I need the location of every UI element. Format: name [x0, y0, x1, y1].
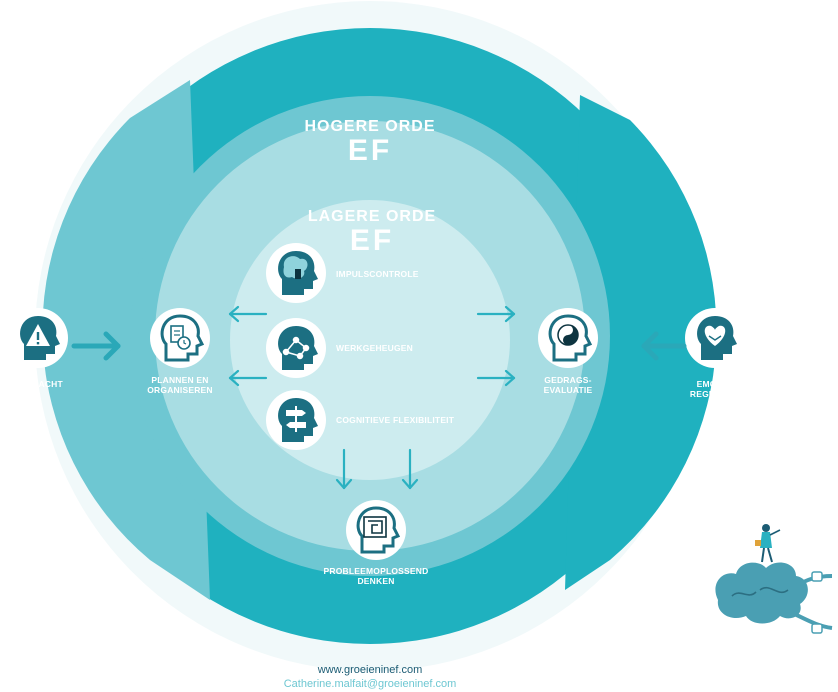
- label-gedrags-line1: GEDRAGS-: [544, 375, 592, 385]
- arrow-core-to-plannen-2: [228, 369, 268, 387]
- arrow-core-to-evaluatie-1: [476, 305, 516, 323]
- head-werkgeheugen: [266, 318, 326, 378]
- label-plannen: PLANNEN EN ORGANISEREN: [132, 375, 228, 396]
- warning-icon: [26, 324, 50, 346]
- label-gedrags-evaluatie: GEDRAGS- EVALUATIE: [530, 375, 606, 396]
- label-cognitieve-flexibiliteit: COGNITIEVE FLEXIBILITEIT: [336, 415, 455, 425]
- right-flap: [565, 95, 717, 590]
- label-probleem-line2: DENKEN: [357, 575, 395, 586]
- head-plannen: [150, 308, 210, 368]
- checklist-clock-icon: [170, 325, 191, 350]
- label-probleemoplossend: PROBLEEMOPLOSSEND DENKEN: [316, 566, 436, 587]
- outer-title-line1: HOGERE ORDE: [304, 118, 436, 135]
- footer: www.groeieninef.com Catherine.malfait@gr…: [0, 664, 740, 692]
- label-impulscontrole: IMPULSCONTROLE: [336, 269, 419, 279]
- signpost-icon: [286, 406, 306, 432]
- head-emotie-regulatie: [685, 308, 745, 368]
- label-emotie-regulatie: EMOTIE- REGULATIE: [680, 379, 750, 400]
- arrow-core-to-plannen-1: [228, 305, 268, 323]
- inner-title-line2: EF: [349, 224, 395, 257]
- arrow-aandacht-to-plannen: [71, 331, 121, 361]
- brain-impulse-icon: [283, 256, 308, 279]
- label-plannen-line1: PLANNEN EN: [151, 375, 209, 385]
- label-aandacht: AANDACHT: [13, 379, 63, 389]
- label-werkgeheugen: WERKGEHEUGEN: [336, 343, 414, 353]
- arrow-core-to-probleem-1: [335, 448, 353, 490]
- arrow-core-to-probleem-2: [401, 448, 419, 490]
- inner-title-line1: LAGERE ORDE: [307, 208, 437, 225]
- explorer-brain-illustration: [715, 524, 833, 634]
- arrow-core-to-evaluatie-2: [476, 369, 516, 387]
- head-gedrags-evaluatie: [538, 308, 598, 368]
- head-aandacht: [8, 308, 68, 368]
- label-gedrags-line2: EVALUATIE: [543, 384, 593, 395]
- footer-email[interactable]: Catherine.malfait@groeieninef.com: [283, 677, 457, 690]
- maze-icon: [363, 516, 387, 538]
- arrow-emotie-to-evaluatie: [641, 331, 687, 361]
- head-cognitieve-flexibiliteit: [266, 390, 326, 450]
- outer-title-line2: EF: [347, 134, 393, 167]
- network-nodes-icon: [282, 336, 310, 360]
- label-emotie-line2: REGULATIE: [689, 388, 741, 399]
- yin-yang-icon: [557, 324, 579, 346]
- label-probleem-line1: PROBLEEMOPLOSSEND: [323, 566, 429, 576]
- label-emotie-line1: EMOTIE-: [696, 379, 734, 389]
- label-plannen-line2: ORGANISEREN: [147, 384, 213, 395]
- handshake-heart-icon: [704, 325, 726, 346]
- head-impulscontrole: [266, 243, 326, 303]
- head-probleemoplossend: [346, 500, 406, 560]
- footer-website[interactable]: www.groeieninef.com: [317, 664, 423, 676]
